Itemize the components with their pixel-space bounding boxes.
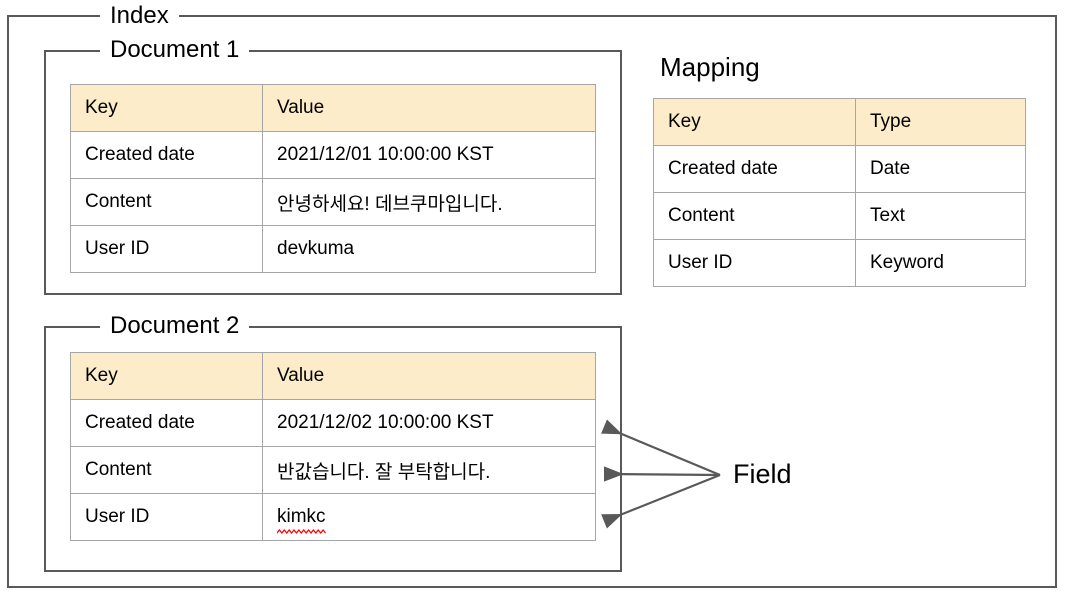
document-2-frame-label: Document 2 [100, 314, 250, 338]
table-row: User ID kimkc [70, 493, 596, 541]
document-1-table: Key Value Created date 2021/12/01 10:00:… [70, 84, 596, 273]
cell-key: Created date [70, 399, 263, 447]
cell-type: Text [855, 192, 1026, 240]
column-header-key: Key [70, 352, 263, 400]
table-row: Content 반값습니다. 잘 부탁합니다. [70, 446, 596, 494]
cell-key: User ID [653, 239, 856, 287]
cell-key: Content [70, 178, 263, 226]
table-row: Content 안녕하세요! 데브쿠마입니다. [70, 178, 596, 226]
mapping-heading: Mapping [660, 52, 760, 82]
table-row: Created date 2021/12/02 10:00:00 KST [70, 399, 596, 447]
misspelled-word-wrapper: kimkc [277, 506, 326, 534]
spellcheck-squiggle-icon [277, 529, 326, 534]
cell-type: Date [855, 145, 1026, 193]
cell-value: 안녕하세요! 데브쿠마입니다. [262, 178, 596, 226]
cell-key: User ID [70, 493, 263, 541]
field-annotation-label: Field [733, 459, 792, 489]
document-1-frame [44, 50, 622, 295]
cell-value: 2021/12/01 10:00:00 KST [262, 131, 596, 179]
column-header-key: Key [653, 98, 856, 146]
cell-key: Content [70, 446, 263, 494]
column-header-type: Type [855, 98, 1026, 146]
cell-key: Created date [70, 131, 263, 179]
column-header-value: Value [262, 84, 596, 132]
cell-value: kimkc [262, 493, 596, 541]
cell-value: 2021/12/02 10:00:00 KST [262, 399, 596, 447]
column-header-value: Value [262, 352, 596, 400]
document-2-table: Key Value Created date 2021/12/02 10:00:… [70, 352, 596, 541]
cell-value: 반값습니다. 잘 부탁합니다. [262, 446, 596, 494]
table-header-row: Key Value [70, 84, 596, 132]
cell-value: devkuma [262, 225, 596, 273]
cell-key: Content [653, 192, 856, 240]
cell-type: Keyword [855, 239, 1026, 287]
table-row: Created date 2021/12/01 10:00:00 KST [70, 131, 596, 179]
index-frame [7, 15, 1057, 588]
table-header-row: Key Value [70, 352, 596, 400]
table-row: Content Text [653, 192, 1026, 240]
table-row: Created date Date [653, 145, 1026, 193]
column-header-key: Key [70, 84, 263, 132]
table-header-row: Key Type [653, 98, 1026, 146]
cell-value-text: kimkc [277, 506, 326, 527]
index-frame-label: Index [100, 4, 179, 28]
document-1-frame-label: Document 1 [100, 38, 250, 62]
cell-key: User ID [70, 225, 263, 273]
table-row: User ID Keyword [653, 239, 1026, 287]
cell-key: Created date [653, 145, 856, 193]
mapping-table: Key Type Created date Date Content Text … [653, 98, 1026, 287]
table-row: User ID devkuma [70, 225, 596, 273]
